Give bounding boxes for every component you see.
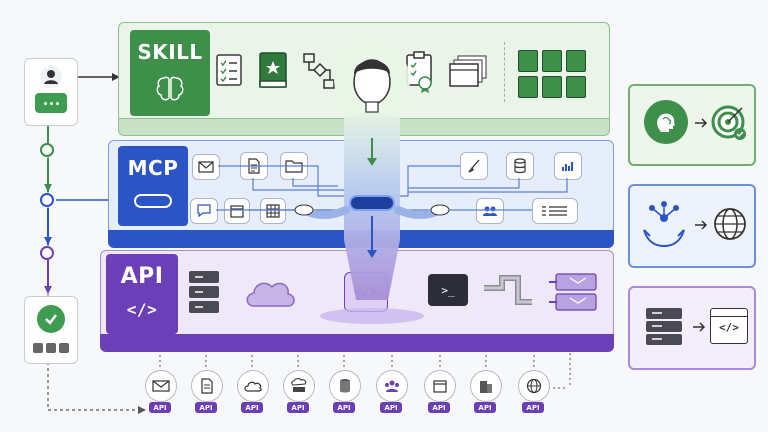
grid-block-icon [59,343,69,353]
flow-node-mcp [40,193,54,207]
mcp-outcome-card [628,184,756,268]
skill-badge: SKILL [130,30,210,116]
api-tag: API [287,402,309,413]
arrow-right-icon [695,118,708,128]
cloud-storage-api-icon [237,370,269,402]
api-tag: API [474,402,496,413]
users-icon [476,198,504,224]
server-rack-icon [186,268,222,316]
paint-brush-icon [460,152,488,180]
mail-api-icon [145,370,177,402]
api-label: API [120,264,164,289]
message-transfer-icon [548,272,598,312]
arrow-right-icon [695,220,708,230]
api-badge: API </> [106,254,178,334]
check-circle-icon [37,305,65,333]
skill-divider [504,42,505,102]
chat-icon [190,198,218,224]
module-cubes-icon [518,50,586,98]
user-icon [40,66,62,88]
team-api-icon [376,370,408,402]
grid-block-icon [33,343,43,353]
person-figure [294,42,450,324]
chat-bubble-icon [35,93,67,113]
result-card [24,296,78,364]
api-tag: API [428,402,450,413]
building-api-icon [470,370,502,402]
arrow-right-icon [693,322,706,332]
flow-node-skill [40,143,54,157]
flowchart-icon [302,52,338,90]
certificate-checklist-icon [404,50,436,94]
api-tag: API [149,402,171,413]
globe-icon [714,208,746,240]
globe-api-icon [518,370,550,402]
api-endpoint-row: API API API API API API API API API [142,370,562,414]
spreadsheet-icon [260,198,286,224]
target-icon [711,105,746,140]
document-api-icon [191,370,223,402]
skill-label: SKILL [137,40,203,64]
api-tag: API [333,402,355,413]
terminal-icon: >_ [428,274,468,306]
skill-outcome-card [628,84,756,166]
user-card [24,58,78,126]
api-outcome-card: </> [628,286,756,370]
checklist-icon [214,52,244,88]
server-icon [646,308,682,345]
api-tag: API [522,402,544,413]
api-tag: API [380,402,402,413]
mail-icon [192,154,220,180]
mcp-badge: MCP [118,146,188,226]
connector-plug-icon [134,194,172,208]
book-icon [256,50,290,90]
grid-block-icon [46,343,56,353]
form-panel-icon [532,198,578,224]
cloud-server-api-icon [283,370,315,402]
bar-chart-icon [554,152,582,180]
brain-icon [156,76,184,101]
stacked-windows-icon [448,54,488,90]
api-tag: API [241,402,263,413]
database-api-icon [329,370,361,402]
calendar-icon [224,198,250,224]
api-tag: API [195,402,217,413]
pipeline-icon [480,268,536,316]
flow-node-api [40,246,54,260]
mcp-label: MCP [127,156,179,180]
cloud-icon [242,272,298,312]
code-window-icon: </> [710,308,748,344]
hands-network-icon [643,201,685,248]
api-code-icon: </> [126,300,158,319]
database-icon [506,152,534,180]
head-brain-icon [644,100,688,144]
calendar-api-icon [424,370,456,402]
